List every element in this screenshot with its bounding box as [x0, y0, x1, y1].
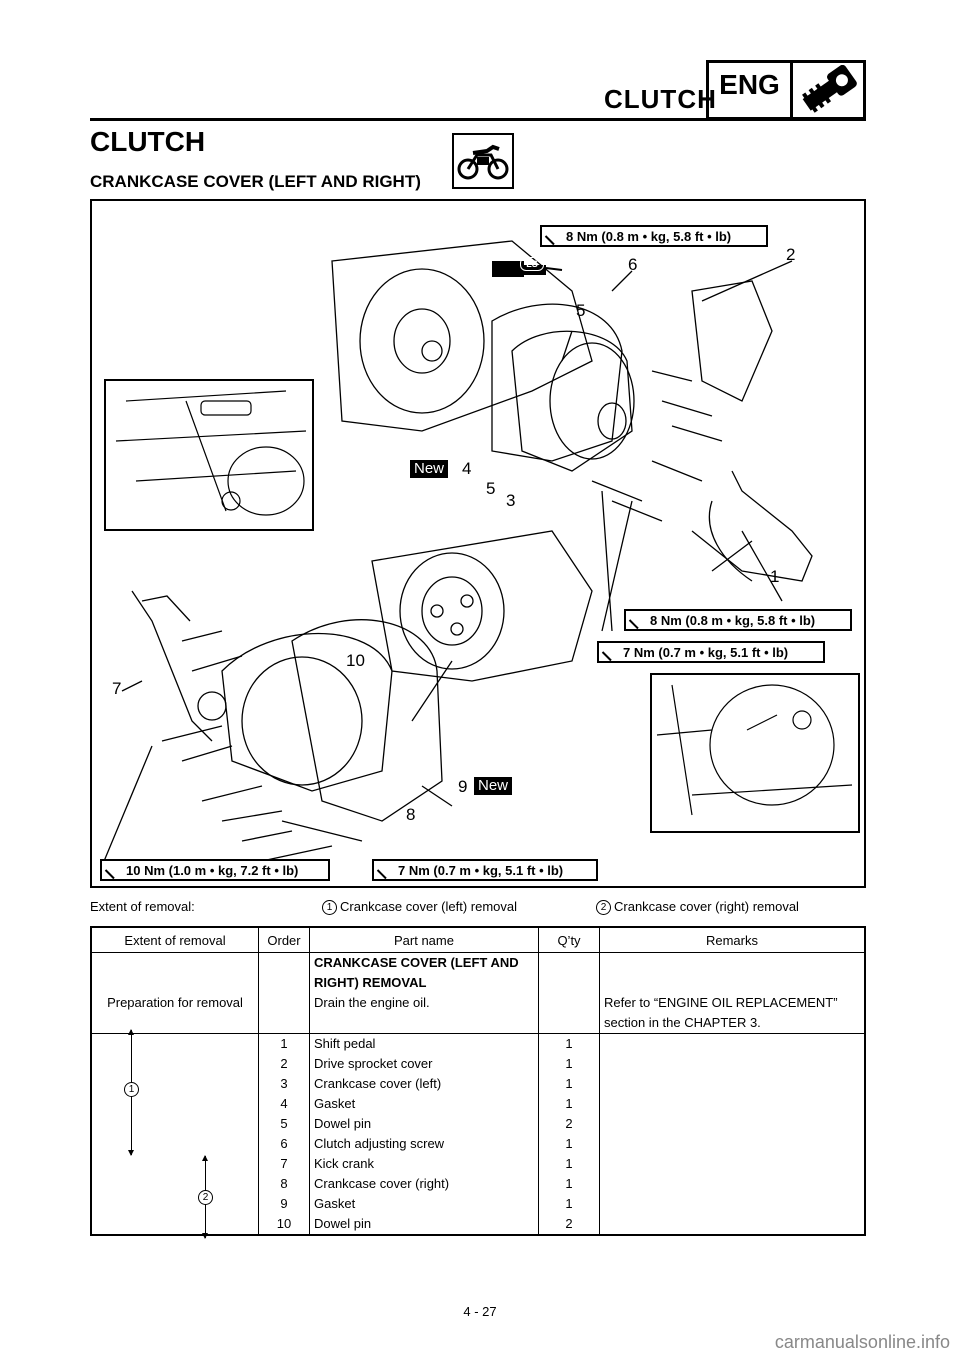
callout-3: 3	[506, 491, 516, 510]
callout-9: 9	[458, 777, 468, 796]
qty-cell: 1	[538, 1054, 600, 1074]
qty-cell: 2	[538, 1114, 600, 1134]
exploded-view-drawing	[101, 240, 813, 867]
header-title: CLUTCH	[604, 84, 717, 114]
order-cell: 7	[258, 1154, 310, 1174]
table-header-row: Extent of removal Order Part name Q’ty R…	[90, 926, 866, 953]
column-header: Q’ty	[538, 926, 600, 953]
table-row: Preparation for removal Drain the engine…	[91, 993, 865, 1034]
callout-5: 5	[486, 479, 496, 498]
table-row: 5 Dowel pin 2	[91, 1114, 865, 1134]
table-row: 4 Gasket 1	[91, 1094, 865, 1114]
section-subtitle: CRANKCASE COVER (LEFT AND RIGHT)	[90, 172, 421, 191]
header-badge: ENG	[706, 60, 866, 120]
remarks-cell: Refer to “ENGINE OIL REPLACEMENT” sectio…	[604, 995, 838, 1030]
qty-cell: 1	[538, 1154, 600, 1174]
torque-spec-label: 8 Nm (0.8 m • kg, 5.8 ft • lb)	[624, 609, 852, 631]
new-part-tag: New	[410, 460, 449, 478]
qty-cell: 1	[538, 1074, 600, 1094]
part-name-cell: Dowel pin	[309, 1214, 539, 1235]
table-row: CRANKCASE COVER (LEFT AND RIGHT) REMOVAL	[91, 952, 865, 993]
table-row: 8 Crankcase cover (right) 1	[91, 1174, 865, 1194]
table-row: 7 Kick crank 1	[91, 1154, 865, 1174]
callout-10: 10	[346, 651, 365, 670]
order-cell: 5	[258, 1114, 310, 1134]
callout-7: 7	[112, 679, 122, 698]
extent-text: Crankcase cover (right) removal	[614, 899, 799, 914]
table-row: 3 Crankcase cover (left) 1	[91, 1074, 865, 1094]
torque-spec-label: 7 Nm (0.7 m • kg, 5.1 ft • lb)	[597, 641, 825, 663]
callout-2: 2	[786, 245, 796, 264]
column-header: Order	[258, 926, 310, 953]
table-row: 10 Dowel pin 2	[91, 1214, 865, 1235]
extent-number: 2	[596, 900, 611, 915]
column-header: Extent of removal	[90, 926, 259, 953]
engine-icon	[793, 63, 863, 117]
column-header: Remarks	[599, 926, 866, 953]
order-cell: 8	[258, 1174, 310, 1194]
exploded-view-figure: 8 Nm (0.8 m • kg, 5.8 ft • lb) 8 Nm (0.8…	[90, 199, 866, 888]
eng-badge-label: ENG	[709, 63, 793, 117]
callout-5: 5	[576, 301, 586, 320]
callout-4: 4	[462, 459, 472, 478]
callout-6: 6	[628, 255, 638, 274]
right-cover-detail-inset	[650, 673, 860, 833]
order-cell: 6	[258, 1134, 310, 1154]
header-rule	[90, 118, 866, 121]
kick-crank-detail-inset	[104, 379, 314, 531]
motorcycle-icon	[452, 133, 514, 189]
page-number: 4 - 27	[463, 1304, 497, 1319]
watermark: carmanualsonline.info	[774, 1332, 950, 1352]
torque-spec-label: 7 Nm (0.7 m • kg, 5.1 ft • lb)	[372, 859, 598, 881]
qty-cell: 1	[538, 1033, 600, 1054]
callout-1: 1	[770, 567, 780, 586]
order-cell: 9	[258, 1194, 310, 1214]
extent-number: 1	[322, 900, 337, 915]
torque-spec-label: 10 Nm (1.0 m • kg, 7.2 ft • lb)	[100, 859, 330, 881]
table-row: 2 Drive sprocket cover 1	[91, 1054, 865, 1074]
extent-cell: Preparation for removal	[91, 993, 259, 1034]
qty-cell: 1	[538, 1194, 600, 1214]
part-name-cell: Clutch adjusting screw	[309, 1134, 539, 1154]
lubricant-ls-label: LS	[520, 257, 544, 271]
part-name-cell: Gasket	[309, 1094, 539, 1114]
part-name-cell: Drain the engine oil.	[309, 993, 539, 1034]
callout-8: 8	[406, 805, 416, 824]
part-name-cell: Crankcase cover (right)	[309, 1174, 539, 1194]
part-name-cell: Crankcase cover (left)	[309, 1074, 539, 1094]
order-cell: 4	[258, 1094, 310, 1114]
extent-range-label: 2	[198, 1190, 213, 1205]
part-name-cell: Gasket	[309, 1194, 539, 1214]
table-row: 1 Shift pedal 1	[91, 1033, 865, 1054]
extent-text: Crankcase cover (left) removal	[340, 899, 517, 914]
column-header: Part name	[309, 926, 539, 953]
qty-cell: 1	[538, 1174, 600, 1194]
order-cell: 3	[258, 1074, 310, 1094]
extent-label: Extent of removal:	[90, 899, 195, 914]
new-part-tag: New	[474, 777, 513, 795]
extent-range-label: 1	[124, 1082, 139, 1097]
part-name-cell: Kick crank	[309, 1154, 539, 1174]
section-title: CLUTCH	[90, 126, 206, 157]
qty-cell: 1	[538, 1134, 600, 1154]
torque-spec-label: 8 Nm (0.8 m • kg, 5.8 ft • lb)	[540, 225, 768, 247]
order-cell: 10	[258, 1214, 310, 1235]
qty-cell: 1	[538, 1094, 600, 1114]
procedure-heading: CRANKCASE COVER (LEFT AND RIGHT) REMOVAL	[309, 952, 539, 993]
order-cell: 2	[258, 1054, 310, 1074]
order-cell: 1	[258, 1033, 310, 1054]
part-name-cell: Dowel pin	[309, 1114, 539, 1134]
table-row: 9 Gasket 1	[91, 1194, 865, 1214]
part-name-cell: Drive sprocket cover	[309, 1054, 539, 1074]
table-row: 6 Clutch adjusting screw 1	[91, 1134, 865, 1154]
part-name-cell: Shift pedal	[309, 1033, 539, 1054]
qty-cell: 2	[538, 1214, 600, 1235]
